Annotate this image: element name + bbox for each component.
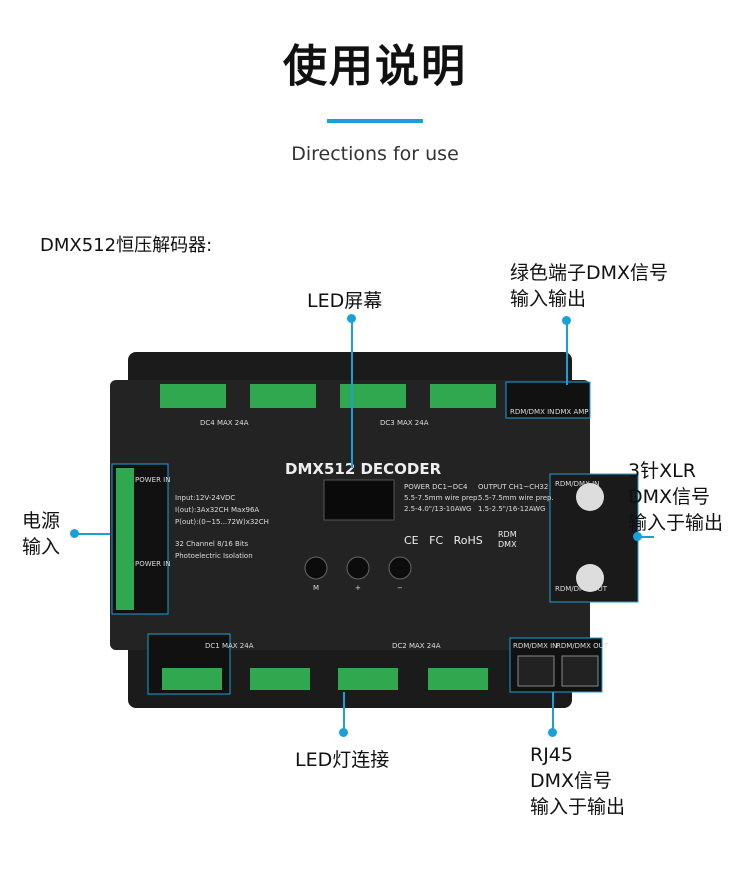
xlr-out (576, 564, 604, 592)
dmx-terminal-box (505, 381, 591, 419)
rdm-dmx-arrow: RDM DMX (498, 530, 517, 549)
xlr-out-label: RDM/DMX OUT (555, 585, 608, 593)
callout-line-rj45 (552, 692, 554, 730)
callout-dot-power (70, 529, 79, 538)
callout-dot-rj45 (548, 728, 557, 737)
top-group-dc4: DC4 MAX 24A (200, 419, 249, 427)
label-dmx-terminal: 绿色端子DMX信号 输入输出 (510, 262, 669, 310)
label-led-connection: LED灯连接 (295, 749, 390, 771)
bottom-group-dc2: DC2 MAX 24A (392, 642, 441, 650)
power-in-label-1: POWER IN (135, 476, 171, 484)
output-spec: OUTPUT CH1~CH32 5.5-7.5mm wire prep. 1.5… (478, 483, 554, 513)
label-xlr: 3针XLR DMX信号 输入于输出 (628, 460, 724, 534)
callout-line-dmx (566, 320, 568, 385)
dmx-term-amp: DMX AMP (555, 408, 589, 416)
button-plus (346, 556, 370, 580)
label-power: 电源 输入 (22, 510, 61, 558)
intro-text: DMX512恒压解码器: (40, 235, 213, 256)
callout-dot-dmx (562, 316, 571, 325)
callout-line-ledconn (343, 692, 345, 730)
decoder-device (110, 352, 639, 708)
button-m (304, 556, 328, 580)
callout-dot-ledconn (339, 728, 348, 737)
button-minus (388, 556, 412, 580)
label-led-screen: LED屏幕 (307, 290, 383, 312)
device-name: DMX512 DECODER (285, 460, 442, 478)
button-m-label: M (313, 584, 320, 592)
callout-line-xlr (640, 536, 654, 538)
power-spec: POWER DC1~DC4 5.5-7.5mm wire prep. 2.5-4… (404, 483, 480, 513)
label-rj45: RJ45 DMX信号 输入于输出 (530, 744, 626, 818)
dmx-term-in: RDM/DMX IN (510, 408, 555, 416)
bottom-group-dc1: DC1 MAX 24A (205, 642, 254, 650)
button-plus-label: + (355, 584, 361, 592)
page-title: 使用说明 (283, 41, 467, 92)
callout-dot-led (347, 314, 356, 323)
callout-dot-xlr (633, 532, 642, 541)
title-underline (327, 119, 423, 123)
rj45-out-label: RDM/DMX OUT (556, 642, 609, 650)
callout-line-led (351, 318, 353, 468)
top-group-dc3: DC3 MAX 24A (380, 419, 429, 427)
device-specs-2: 32 Channel 8/16 Bits Photoelectric Isola… (175, 540, 253, 560)
xlr-in-label: RDM/DMX IN (555, 480, 600, 488)
button-minus-label: − (397, 584, 403, 592)
device-specs: Input:12V-24VDC I(out):3Ax32CH Max96A P(… (175, 494, 269, 526)
callout-line-power (76, 533, 110, 535)
cert-marks: CE FC RoHS (404, 534, 483, 547)
page-subtitle: Directions for use (291, 143, 459, 165)
power-in-label-2: POWER IN (135, 560, 171, 568)
xlr-in (576, 483, 604, 511)
rj45-in-label: RDM/DMX IN (513, 642, 558, 650)
led-screen (323, 479, 395, 521)
